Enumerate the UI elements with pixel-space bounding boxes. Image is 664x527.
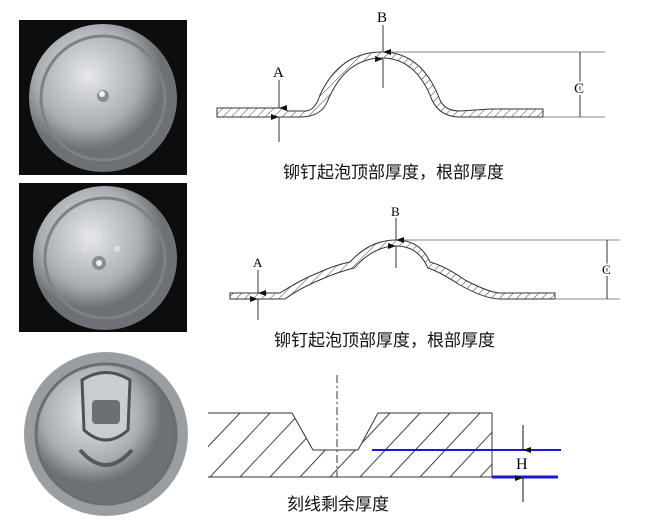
label-a-1: A xyxy=(273,65,284,81)
rivet-section-diagram-1 xyxy=(216,25,605,142)
label-b-1: B xyxy=(377,10,387,26)
label-h: H xyxy=(516,456,528,473)
can-lid-photo-1 xyxy=(19,20,187,175)
caption-1: 铆钉起泡顶部厚度，根部厚度 xyxy=(283,163,504,183)
can-lid-photo-2 xyxy=(19,183,187,332)
rivet-section-diagram-2 xyxy=(229,218,620,320)
label-b-2: B xyxy=(391,204,400,219)
label-c-1: C xyxy=(574,81,584,97)
caption-2: 铆钉起泡顶部厚度，根部厚度 xyxy=(274,331,495,351)
score-line-diagram xyxy=(208,375,561,502)
label-a-2: A xyxy=(253,255,263,270)
label-c-2: C xyxy=(602,262,611,277)
caption-3: 刻线剩余厚度 xyxy=(287,495,389,515)
can-end-photo xyxy=(24,352,188,516)
